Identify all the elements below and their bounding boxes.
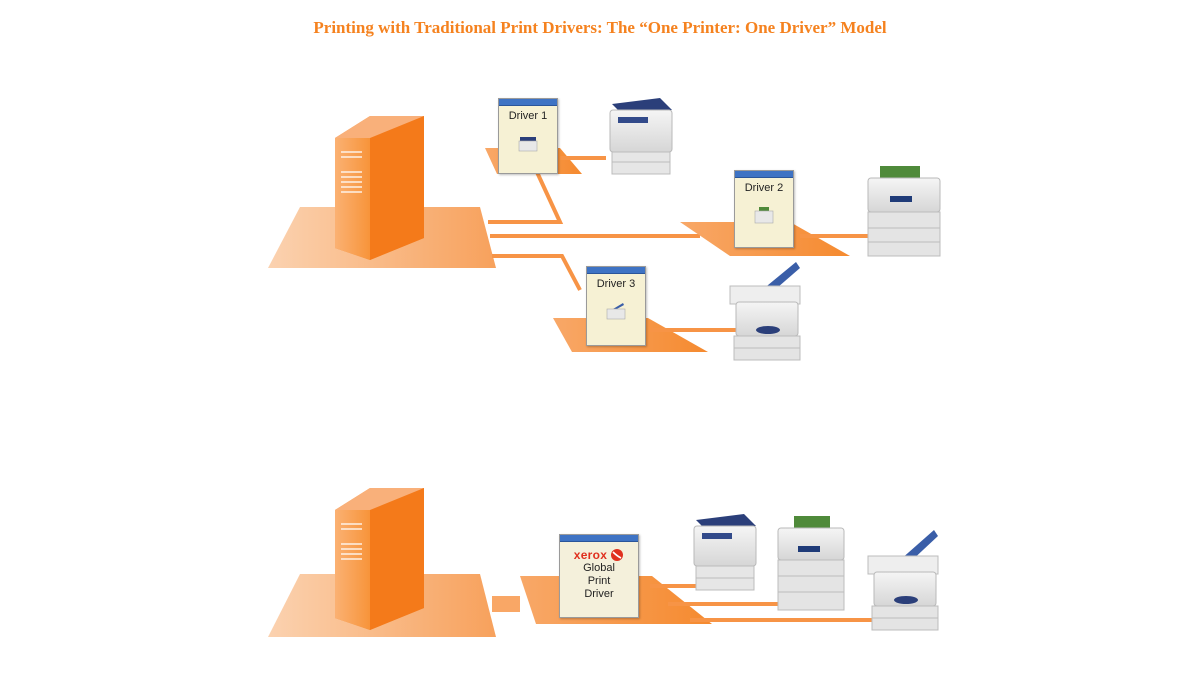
color-printer-icon <box>777 516 845 611</box>
dialog-titlebar <box>499 99 557 106</box>
xerox-brand: xerox <box>560 548 638 562</box>
dialog-titlebar <box>560 535 638 542</box>
laser-printer-icon <box>609 98 673 175</box>
driver-title-line-1: Global <box>583 562 615 574</box>
dialog-titlebar <box>735 171 793 178</box>
driver-dialog-3: Driver 3 <box>586 266 646 346</box>
brand-name: xerox <box>573 548 608 562</box>
laser-printer-icon <box>693 514 757 591</box>
server-tower-icon <box>335 116 424 260</box>
server-tower-icon <box>335 488 424 630</box>
printer-thumbnail-icon <box>754 207 774 224</box>
printer-thumbnail-icon <box>606 303 626 320</box>
page-title: Printing with Traditional Print Drivers:… <box>313 18 887 37</box>
printer-thumbnail-icon <box>518 137 538 152</box>
multifunction-printer-icon <box>867 530 939 631</box>
dialog-titlebar <box>587 267 645 274</box>
driver-label: Driver 2 <box>744 182 784 194</box>
driver-title-line-3: Driver <box>584 588 614 600</box>
top-diagram <box>268 98 941 361</box>
driver-label: Driver 1 <box>508 110 548 122</box>
driver-title-line-2: Print <box>587 575 611 587</box>
driver-dialog-2: Driver 2 <box>734 170 794 248</box>
color-printer-icon <box>867 166 941 257</box>
global-print-driver-dialog: xerox Global Print Driver <box>559 534 639 618</box>
connector <box>492 596 520 612</box>
multifunction-printer-icon <box>729 262 801 361</box>
network-lines-bottom <box>650 584 880 622</box>
driver-label: Driver 3 <box>596 278 636 290</box>
driver-dialog-1: Driver 1 <box>498 98 558 174</box>
network-lines <box>488 169 700 291</box>
xerox-logo-icon <box>611 549 624 561</box>
